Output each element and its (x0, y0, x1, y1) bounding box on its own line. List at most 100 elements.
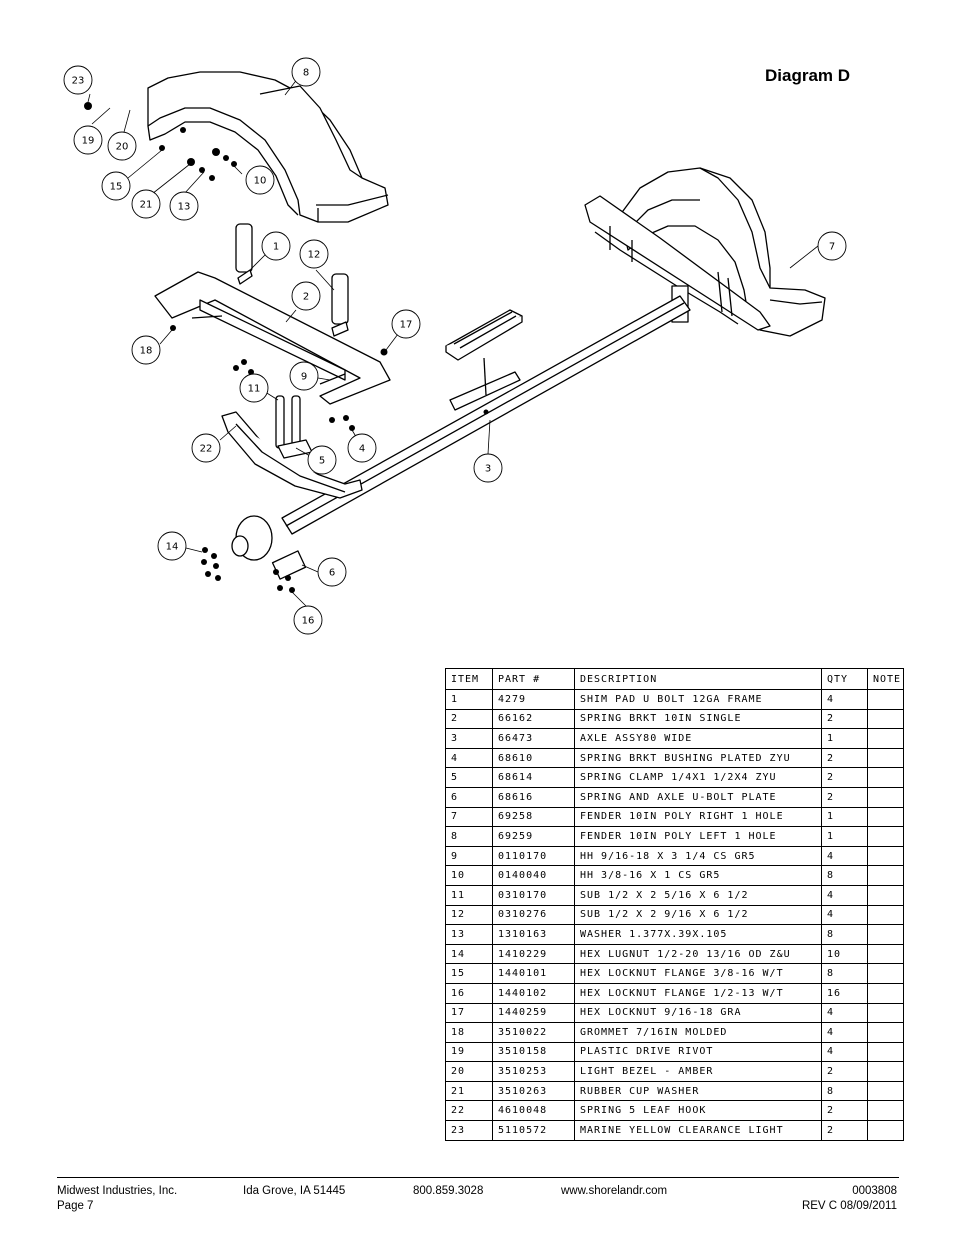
cell-part-number: 66473 (492, 728, 575, 749)
cell-description: SPRING 5 LEAF HOOK (574, 1100, 822, 1122)
cell-description: HEX LOCKNUT FLANGE 3/8-16 W/T (574, 963, 822, 984)
callout-13: 13 (169, 191, 199, 221)
cell-part-number: 0110170 (492, 845, 575, 867)
cell-qty: 4 (821, 1002, 868, 1024)
callout-circle (291, 281, 321, 311)
callout-3: 3 (473, 453, 503, 483)
callout-12: 12 (299, 239, 329, 269)
callout-circle (289, 361, 319, 391)
cell-description: FENDER 10IN POLY LEFT 1 HOLE (574, 826, 822, 847)
callout-circle (317, 557, 347, 587)
callout-circle (293, 605, 323, 635)
cell-item: 4 (445, 747, 493, 769)
cell-note (867, 806, 904, 828)
callout-label: 6 (329, 568, 335, 579)
cell-qty: 2 (821, 1120, 868, 1141)
cell-item: 2 (445, 708, 493, 730)
cell-part-number: 4610048 (492, 1100, 575, 1122)
header-part-number: PART # (492, 668, 575, 690)
callout-label: 19 (82, 136, 95, 147)
callout-label: 5 (319, 456, 325, 467)
callout-4: 4 (347, 433, 377, 463)
cell-item: 13 (445, 924, 493, 945)
callout-circle (391, 309, 421, 339)
diagram-title: Diagram D (765, 66, 851, 85)
footer-doc-number: 0003808 (852, 1185, 897, 1197)
right-fender (619, 167, 826, 337)
cell-description: AXLE ASSY80 WIDE (574, 728, 822, 749)
cell-item: 7 (445, 806, 493, 828)
cell-qty: 1 (821, 806, 868, 828)
callout-label: 16 (302, 616, 315, 627)
cell-part-number: 0140040 (492, 865, 575, 886)
cell-qty: 8 (821, 963, 868, 984)
footer-website[interactable]: www.shorelandr.com (561, 1185, 668, 1197)
cell-part-number: 68614 (492, 767, 575, 788)
cell-note (867, 904, 904, 926)
cell-item: 8 (445, 826, 493, 847)
callout-label: 9 (301, 372, 307, 383)
callout-16: 16 (293, 605, 323, 635)
cell-item: 21 (445, 1080, 493, 1102)
callout-circle (245, 165, 275, 195)
cell-part-number: 69259 (492, 826, 575, 847)
footer-page: Page 7 (57, 1200, 94, 1212)
callout-label: 7 (829, 242, 835, 253)
cell-part-number: 1310163 (492, 924, 575, 945)
callout-label: 14 (166, 542, 179, 553)
cell-qty: 2 (821, 708, 868, 730)
footer-revision: REV C 08/09/2011 (801, 1200, 897, 1212)
cell-description: LIGHT BEZEL - AMBER (574, 1061, 822, 1082)
footer-company: Midwest Industries, Inc. (57, 1185, 178, 1197)
cell-part-number: 1440259 (492, 1002, 575, 1024)
cell-note (867, 1120, 904, 1141)
callout-label: 17 (400, 320, 413, 331)
cell-qty: 16 (821, 982, 868, 1004)
callout-label: 13 (178, 202, 191, 213)
callout-label: 15 (110, 182, 123, 193)
callout-22: 22 (191, 433, 221, 463)
cell-part-number: 5110572 (492, 1120, 575, 1141)
cell-description: PLASTIC DRIVE RIVOT (574, 1041, 822, 1063)
cell-qty: 1 (821, 728, 868, 749)
cell-item: 14 (445, 943, 493, 965)
cell-description: HEX LOCKNUT FLANGE 1/2-13 W/T (574, 982, 822, 1004)
cell-note (867, 747, 904, 769)
cell-note (867, 865, 904, 886)
callout-circle (169, 191, 199, 221)
cell-note (867, 826, 904, 847)
footer-phone: 800.859.3028 (413, 1185, 484, 1197)
cell-item: 23 (445, 1120, 493, 1141)
hub (231, 515, 307, 580)
cell-qty: 4 (821, 1041, 868, 1063)
cell-qty: 4 (821, 884, 868, 906)
cell-item: 15 (445, 963, 493, 984)
callout-label: 3 (485, 464, 491, 475)
callout-label: 21 (140, 200, 153, 211)
cell-note (867, 1041, 904, 1063)
cell-part-number: 1410229 (492, 943, 575, 965)
callout-label: 10 (254, 176, 267, 187)
left-spring-bracket (154, 223, 391, 405)
cell-description: HH 3/8-16 X 1 CS GR5 (574, 865, 822, 886)
cell-qty: 2 (821, 786, 868, 808)
cell-item: 19 (445, 1041, 493, 1063)
cell-note (867, 884, 904, 906)
cell-note (867, 845, 904, 867)
callout-14: 14 (157, 531, 187, 561)
callout-circle (101, 171, 131, 201)
callout-18: 18 (131, 335, 161, 365)
cell-part-number: 68616 (492, 786, 575, 808)
cell-qty: 1 (821, 826, 868, 847)
cell-note (867, 1061, 904, 1082)
cell-description: SPRING BRKT BUSHING PLATED ZYU (574, 747, 822, 769)
callout-2: 2 (291, 281, 321, 311)
callout-21: 21 (131, 189, 161, 219)
